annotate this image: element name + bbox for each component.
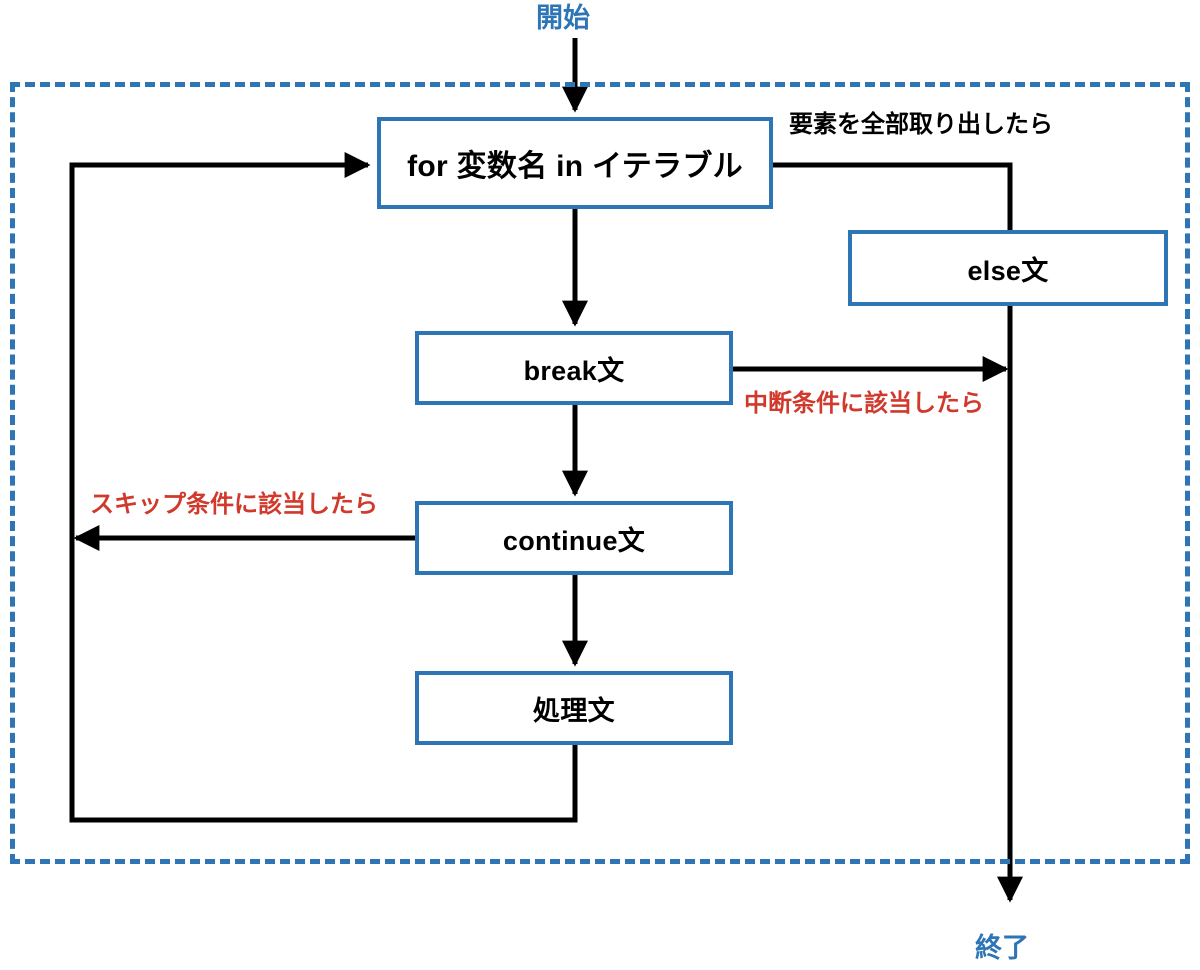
edge-label-skip-condition: スキップ条件に該当したら <box>90 491 378 518</box>
for-loop-scope-boundary <box>10 82 1190 864</box>
node-else-statement[interactable]: else文 <box>848 230 1168 306</box>
end-terminal-label: 終了 <box>975 933 1029 963</box>
edge-label-break-condition: 中断条件に該当したら <box>744 390 984 417</box>
start-terminal-label: 開始 <box>536 3 590 33</box>
node-for-statement[interactable]: for 変数名 in イテラブル <box>377 117 773 209</box>
node-continue-statement[interactable]: continue文 <box>415 501 733 575</box>
edge-label-elements-exhausted: 要素を全部取り出したら <box>789 111 1053 138</box>
node-process-statement[interactable]: 処理文 <box>415 671 733 745</box>
node-break-statement[interactable]: break文 <box>415 331 733 405</box>
